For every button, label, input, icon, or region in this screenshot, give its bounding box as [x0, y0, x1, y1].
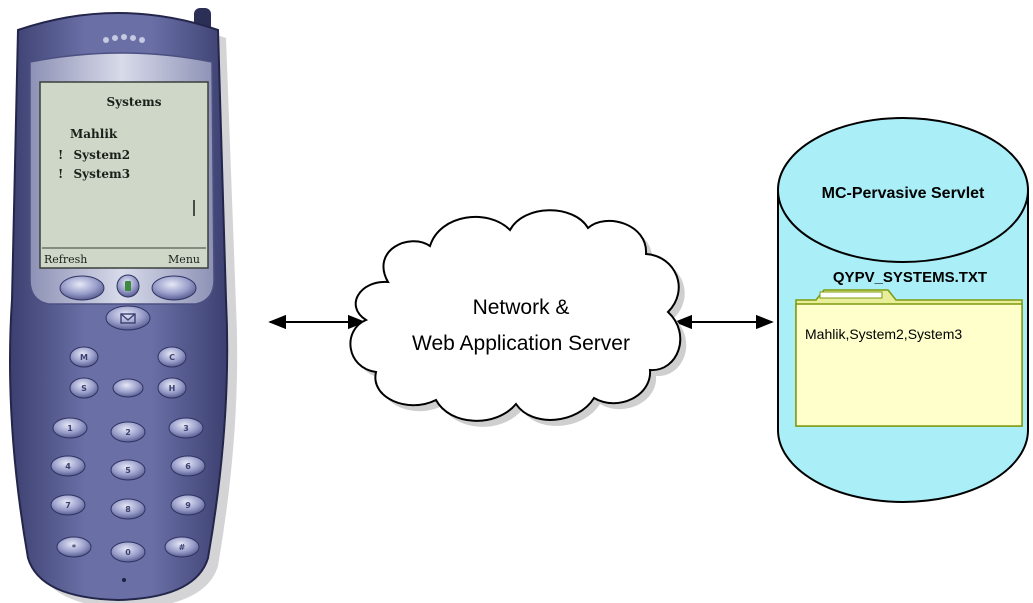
cloud-label-line2: Web Application Server — [412, 332, 630, 355]
svg-text:4: 4 — [65, 462, 71, 471]
side-key-m[interactable] — [69, 346, 99, 368]
svg-text:8: 8 — [125, 505, 131, 514]
key-hash[interactable] — [164, 536, 200, 558]
file-folder-icon: Mahlik,System2,System3 — [795, 289, 1023, 427]
folder-tab-label — [819, 291, 883, 299]
cylinder-top — [777, 117, 1029, 263]
side-key-s[interactable] — [69, 377, 99, 399]
svg-text:C: C — [169, 353, 175, 362]
svg-text:S: S — [81, 384, 87, 393]
file-content-text: Mahlik,System2,System3 — [805, 326, 962, 342]
cloud-label-line1: Network & — [473, 296, 570, 319]
folder-front — [795, 303, 1023, 427]
mobile-phone: Systems Mahlik ! System2 ! System3 Refre… — [9, 8, 238, 603]
key-2[interactable] — [110, 421, 146, 443]
svg-text:#: # — [179, 543, 186, 552]
svg-text:*: * — [72, 543, 77, 552]
svg-text:0: 0 — [125, 548, 131, 557]
servlet-title: MC-Pervasive Servlet — [822, 185, 985, 202]
envelope-icon — [120, 313, 136, 324]
svg-text:9: 9 — [185, 501, 191, 510]
key-9[interactable] — [170, 494, 206, 516]
key-5[interactable] — [110, 459, 146, 481]
message-button[interactable] — [105, 305, 151, 331]
svg-text:3: 3 — [183, 424, 189, 433]
phone-screen — [39, 81, 209, 269]
screen-title: Systems — [106, 95, 161, 109]
servlet-database: MC-Pervasive Servlet QYPV_SYSTEMS.TXT Ma… — [777, 117, 1029, 503]
key-star[interactable] — [56, 536, 92, 558]
key-3[interactable] — [168, 417, 204, 439]
alert-marker: ! — [58, 148, 63, 162]
alert-marker: ! — [58, 167, 63, 181]
side-key-h[interactable] — [157, 377, 187, 399]
left-soft-button[interactable] — [59, 275, 105, 301]
phone-icon — [125, 281, 131, 291]
screen-item-1[interactable]: Mahlik — [70, 127, 118, 141]
microphone-hole — [122, 578, 126, 582]
screen-item-3[interactable]: ! System3 — [58, 167, 130, 181]
svg-text:7: 7 — [65, 501, 71, 510]
key-7[interactable] — [50, 494, 86, 516]
svg-text:H: H — [169, 384, 176, 393]
speaker-grille — [103, 34, 145, 43]
key-6[interactable] — [170, 455, 206, 477]
svg-text:6: 6 — [185, 462, 191, 471]
network-cloud: Network & Web Application Server — [349, 209, 687, 427]
numeric-keypad: 1 2 3 4 5 6 7 8 9 * 0 # — [50, 417, 206, 563]
side-key-c[interactable] — [157, 346, 187, 368]
svg-text:2: 2 — [125, 428, 131, 437]
screen-item-2[interactable]: ! System2 — [58, 148, 130, 162]
file-name-label: QYPV_SYSTEMS.TXT — [833, 269, 987, 286]
right-soft-button[interactable] — [151, 275, 197, 301]
svg-text:5: 5 — [125, 466, 131, 475]
softkey-refresh[interactable]: Refresh — [44, 253, 87, 266]
svg-text:M: M — [80, 353, 88, 362]
softkey-menu[interactable]: Menu — [168, 253, 200, 266]
key-8[interactable] — [110, 498, 146, 520]
cloud-shape — [349, 209, 682, 422]
key-4[interactable] — [50, 455, 86, 477]
center-small-key[interactable] — [112, 378, 144, 398]
key-0[interactable] — [110, 541, 146, 563]
svg-text:1: 1 — [67, 424, 73, 433]
key-1[interactable] — [52, 417, 88, 439]
